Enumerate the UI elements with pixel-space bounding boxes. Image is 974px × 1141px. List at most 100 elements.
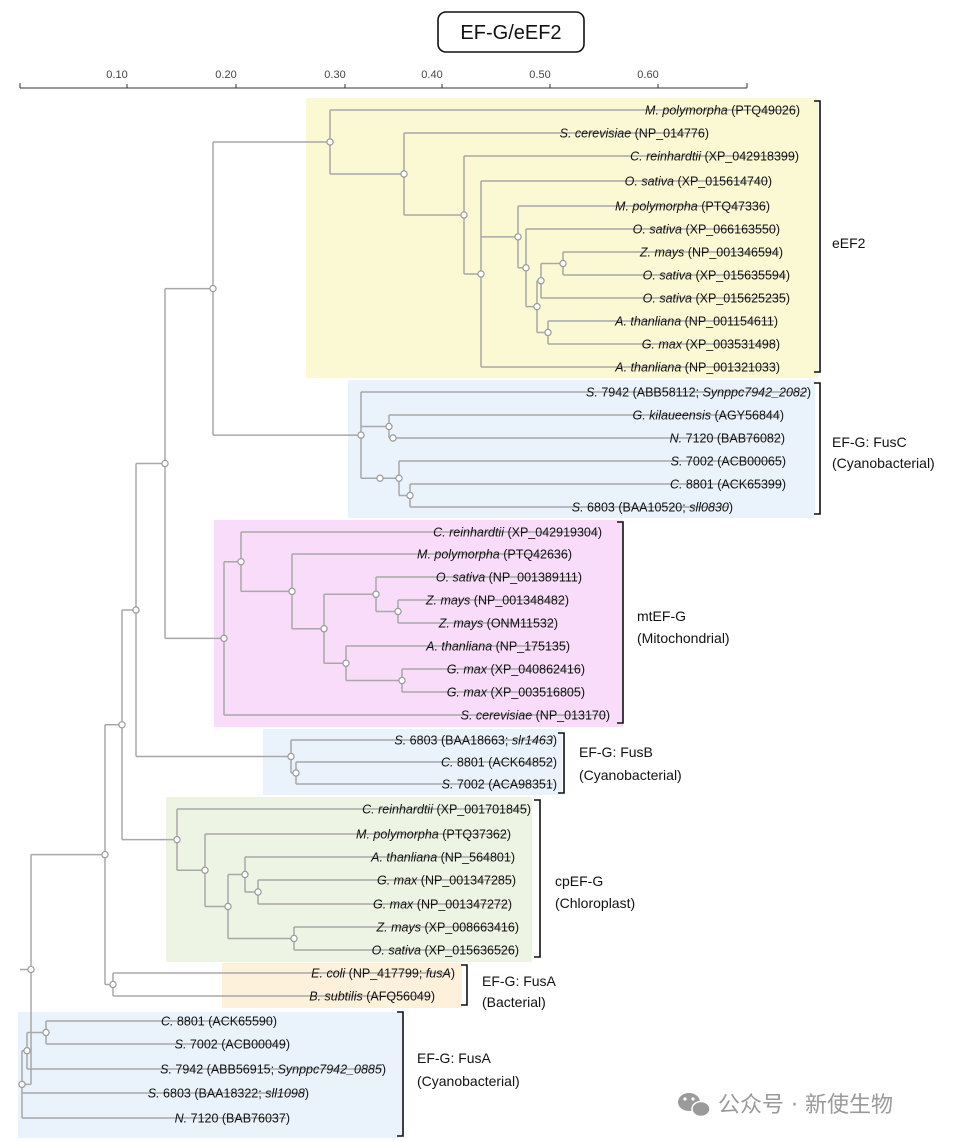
group-bracket (814, 382, 821, 515)
group-label: (Mitochondrial) (637, 630, 730, 646)
clade-highlight-eef2 (306, 98, 818, 378)
tree-node (288, 587, 296, 596)
leaf-label: A. thanliana (NP_175135) (425, 640, 570, 654)
tree-node (220, 634, 228, 643)
title-box (437, 11, 585, 53)
group-bracket (558, 732, 565, 794)
leaf-label: N. 7120 (BAB76082) (670, 432, 785, 446)
tree-node (398, 676, 406, 685)
leaf-label: C. reinhardtii (XP_042919304) (433, 526, 602, 540)
tree-node (395, 474, 403, 482)
group-label: EF-G: FusA (482, 973, 557, 989)
leaf-label: S. cerevisiae (NP_013170) (461, 709, 610, 723)
tree-node (460, 211, 468, 219)
group-label: EF-G: FusA (417, 1050, 492, 1066)
tree-node (385, 422, 393, 431)
tree-node (201, 866, 209, 874)
leaf-label: Z. mays (NP_001346594) (639, 246, 783, 260)
leaf-label: M. polymorpha (PTQ42636) (417, 548, 572, 562)
tree-node (287, 752, 295, 761)
leaf-label: G. max (NP_001347272) (373, 898, 512, 912)
tree-node (389, 434, 397, 442)
leaf-label: M. polymorpha (PTQ47336) (615, 200, 770, 214)
group-bracket (461, 964, 468, 1006)
leaf-label: C. reinhardtii (XP_042918399) (630, 150, 799, 164)
leaf-label: G. max (XP_003516805) (447, 686, 585, 700)
tree-node (23, 1047, 31, 1055)
leaf-label: S. 6803 (BAA18663; slr1463) (394, 734, 557, 748)
wechat-icon (678, 1093, 711, 1118)
leaf-label: A. thanliana (NP_564801) (370, 851, 515, 865)
tree-node (101, 850, 109, 859)
tree-node (559, 259, 567, 268)
tree-node (406, 491, 414, 500)
tree-node (372, 590, 380, 598)
group-label: (Cyanobacterial) (417, 1073, 520, 1089)
leaf-label: N. 7120 (BAB76037) (175, 1112, 290, 1126)
tree-node (342, 659, 350, 667)
leaf-label: C. 8801 (ACK65399) (670, 478, 786, 492)
watermark: 公众号 · 新使生物 (678, 1093, 893, 1118)
clade-highlight-fusa-cyano (18, 1012, 402, 1138)
leaf-label: O. sativa (XP_015625235) (643, 292, 790, 306)
leaf-label: M. polymorpha (PTQ49026) (645, 104, 800, 118)
tree-node (237, 557, 245, 566)
watermark-text: 公众号 · 新使生物 (718, 1093, 893, 1118)
leaf-label: G. kilaueensis (AGY56844) (633, 409, 784, 423)
leaf-label: Z. mays (ONM11532) (438, 617, 558, 631)
group-label: cpEF-G (555, 873, 603, 889)
leaf-label: S. 6803 (BAA10520; sll0830) (572, 501, 733, 515)
tree-node (132, 606, 140, 614)
axis-tick-label: 0.20 (215, 69, 236, 81)
group-label: (Cyanobacterial) (832, 455, 935, 471)
tree-node (109, 980, 117, 989)
axis-tick-label: 0.50 (529, 69, 550, 81)
group-label: (Bacterial) (482, 994, 546, 1010)
tree-node (522, 264, 530, 272)
leaf-label: Z. mays (XP_008663416) (376, 921, 519, 935)
tree-node (254, 888, 262, 896)
axis-tick-label: 0.10 (106, 69, 127, 81)
group-label: eEF2 (832, 235, 866, 251)
group-bracket (814, 100, 821, 373)
axis-tick-label: 0.60 (637, 69, 658, 81)
tree-node (290, 934, 298, 943)
leaf-label: S. cerevisiae (NP_014776) (560, 127, 709, 141)
tree-node (209, 284, 217, 293)
group-label: EF-G: FusB (579, 744, 653, 760)
tree-node (533, 302, 541, 311)
leaf-label: C. 8801 (ACK64852) (441, 756, 557, 770)
tree-node (544, 328, 552, 337)
leaf-label: S. 7002 (ACB00049) (175, 1038, 290, 1052)
group-bracket (534, 799, 541, 958)
tree-node (27, 965, 35, 974)
group-label: (Cyanobacterial) (579, 767, 682, 783)
leaf-label: A. thanliana (NP_001154611) (614, 315, 778, 329)
leaf-label: Z. mays (NP_001348482) (425, 594, 569, 608)
leaf-label: G. max (NP_001347285) (377, 874, 516, 888)
clade-highlight-fusc (348, 380, 815, 518)
group-label: mtEF-G (637, 608, 686, 624)
axis-tick-label: 0.30 (324, 69, 345, 81)
tree-node (400, 170, 408, 178)
group-label: EF-G: FusC (832, 434, 907, 450)
leaf-labels: M. polymorpha (PTQ49026) S. cerevisiae (N… (148, 104, 811, 1126)
leaf-label: O. sativa (XP_015636526) (372, 944, 519, 958)
tree-node (42, 1028, 50, 1037)
leaf-label: B. subtilis (AFQ56049) (309, 990, 435, 1004)
leaf-label: G. max (XP_040862416) (447, 663, 585, 677)
group-bracket (397, 1011, 404, 1137)
leaf-label: E. coli (NP_417799; fusA) (311, 967, 455, 981)
figure-title: EF-G/eEF2 (460, 22, 561, 44)
tree-node (161, 459, 169, 468)
leaf-label: O. sativa (XP_015635594) (643, 269, 790, 283)
leaf-label: O. sativa (XP_015614740) (625, 175, 772, 189)
leaf-label: C. 8801 (ACK65590) (161, 1015, 277, 1029)
tree-node (376, 474, 384, 482)
tree-nodes (18, 138, 567, 1089)
tree-node (241, 870, 249, 879)
leaf-label: G. max (XP_003531498) (642, 338, 780, 352)
